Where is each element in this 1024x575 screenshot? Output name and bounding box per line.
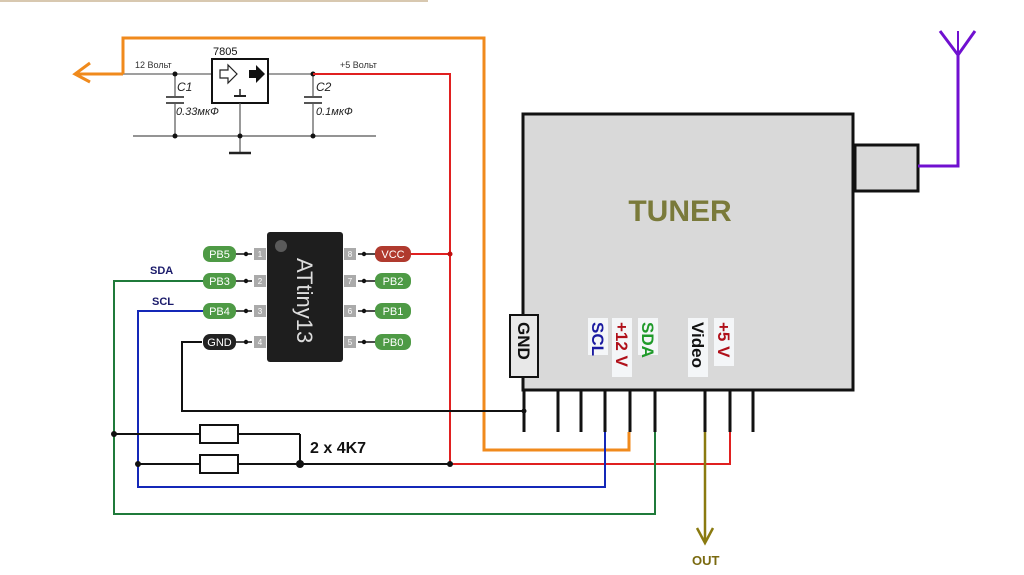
pin-number-box bbox=[344, 336, 356, 348]
tuner-label-bg bbox=[612, 318, 632, 377]
pin-tag bbox=[375, 273, 411, 289]
mcu-pin-vcc: 8 VCC bbox=[344, 246, 411, 262]
wire-scl bbox=[137, 310, 606, 488]
tuner-pin-label-scl: SCL bbox=[588, 322, 607, 356]
antenna-wire bbox=[918, 55, 960, 168]
c2-value: 0.1мкФ bbox=[316, 106, 353, 118]
junction-dot bbox=[447, 251, 453, 257]
wire-video bbox=[695, 432, 715, 546]
pin-number: 5 bbox=[348, 338, 353, 347]
junction-dot bbox=[447, 461, 453, 467]
junction-dot bbox=[172, 133, 178, 139]
mcu-pin-pb2: 7 PB2 bbox=[344, 273, 411, 289]
pin-tag bbox=[203, 273, 236, 289]
output-voltage-label: +5 Вольт bbox=[340, 60, 377, 70]
pin-tag bbox=[375, 334, 411, 350]
tuner-module: TUNER GND SCL +12 V SDA Video +5 V bbox=[509, 112, 920, 432]
mcu-pin-pb5: 1 PB5 bbox=[203, 246, 266, 262]
sda-label: SDA bbox=[150, 265, 173, 277]
resistors-label: 2 x 4K7 bbox=[310, 440, 366, 457]
wire-gnd-path bbox=[181, 341, 524, 412]
pin-number-box bbox=[254, 248, 266, 260]
pin-label: PB3 bbox=[209, 276, 230, 288]
tuner-pin-label-12v: +12 V bbox=[612, 322, 631, 368]
pin-tag bbox=[203, 246, 236, 262]
mcu-pin-pb1: 6 PB1 bbox=[344, 303, 411, 319]
pin-label: PB0 bbox=[383, 337, 404, 349]
wire-sda bbox=[113, 280, 656, 515]
pin-number: 8 bbox=[348, 250, 353, 259]
pin-tag bbox=[203, 303, 236, 319]
pin-number-box bbox=[344, 248, 356, 260]
wire-12v-path bbox=[121, 36, 631, 452]
pin-number-box bbox=[254, 305, 266, 317]
arrow-left-icon bbox=[72, 61, 91, 84]
antenna bbox=[918, 30, 977, 168]
tuner-title: TUNER bbox=[628, 195, 732, 228]
pin-tag bbox=[203, 334, 236, 350]
resistor-sda bbox=[199, 424, 239, 444]
input-voltage-label: 12 Вольт bbox=[135, 60, 172, 70]
junction-dot bbox=[310, 133, 316, 139]
pin-label: GND bbox=[207, 337, 232, 349]
pin-number-box bbox=[254, 275, 266, 287]
attiny13-chip: ATtiny13 1 PB5 2 PB3 3 PB4 4 GND 8 VCC 7 PB2 6 PB1 5 P… bbox=[203, 232, 411, 362]
tuner-pin-label-video: Video bbox=[688, 322, 707, 368]
tuner-label-bg bbox=[638, 318, 658, 355]
wire-12v bbox=[72, 36, 631, 452]
pin-number: 4 bbox=[258, 338, 263, 347]
regulator-output-arrow-icon bbox=[249, 65, 265, 83]
pin-label: PB2 bbox=[383, 276, 404, 288]
junction-dot bbox=[296, 460, 304, 468]
tuner-pin-label-gnd: GND bbox=[514, 322, 533, 360]
pullup-resistors: 2 x 4K7 bbox=[111, 424, 453, 474]
regulator-section: 7805 12 Вольт +5 Вольт C1 0.33мкФ C2 0.1… bbox=[123, 46, 377, 155]
tuner-label-bg bbox=[588, 318, 608, 355]
junction-dot bbox=[172, 71, 178, 77]
mcu-pin-pb4: 3 PB4 bbox=[203, 303, 266, 319]
arrow-down-icon bbox=[695, 527, 715, 546]
output-label: OUT bbox=[692, 553, 720, 568]
pin-label: PB4 bbox=[209, 306, 230, 318]
c2-name: C2 bbox=[316, 80, 332, 94]
pin-number: 6 bbox=[348, 307, 353, 316]
pin-number-box bbox=[344, 275, 356, 287]
scl-label: SCL bbox=[152, 296, 174, 308]
pin-number: 1 bbox=[258, 250, 263, 259]
mcu-pin-pb0: 5 PB0 bbox=[344, 334, 411, 350]
junction-dot bbox=[237, 133, 243, 139]
regulator-part-label: 7805 bbox=[213, 46, 237, 58]
junction-dot bbox=[135, 461, 141, 467]
tuner-gnd-tag bbox=[509, 314, 539, 378]
wire-gnd bbox=[181, 341, 527, 414]
pin-tag bbox=[375, 303, 411, 319]
c1-name: C1 bbox=[177, 80, 192, 94]
regulator-input-arrow-icon bbox=[219, 63, 238, 85]
tuner-label-bg bbox=[714, 318, 734, 366]
pin-tag bbox=[375, 246, 411, 262]
c1-value: 0.33мкФ bbox=[176, 106, 219, 118]
tuner-pin-label-5v: +5 V bbox=[714, 322, 733, 358]
tuner-pin-label-sda: SDA bbox=[638, 322, 657, 358]
junction-dot bbox=[111, 431, 117, 437]
pin-number-box bbox=[344, 305, 356, 317]
pin-number: 2 bbox=[258, 277, 263, 286]
mcu-pin-pb3: 2 PB3 bbox=[203, 273, 266, 289]
pin-label: PB1 bbox=[383, 306, 404, 318]
pin1-marker bbox=[275, 240, 287, 252]
pin-number-box bbox=[254, 336, 266, 348]
chip-name: ATtiny13 bbox=[292, 258, 317, 343]
pin-label: PB5 bbox=[209, 249, 230, 261]
pin-number: 3 bbox=[258, 307, 263, 316]
chip-body bbox=[267, 232, 343, 362]
antenna-connector bbox=[853, 143, 920, 193]
pin-label: VCC bbox=[381, 249, 404, 261]
resistor-scl bbox=[199, 454, 239, 474]
pin-number: 7 bbox=[348, 277, 353, 286]
tuner-label-bg bbox=[688, 318, 708, 377]
mcu-pin-gnd: 4 GND bbox=[203, 334, 266, 350]
